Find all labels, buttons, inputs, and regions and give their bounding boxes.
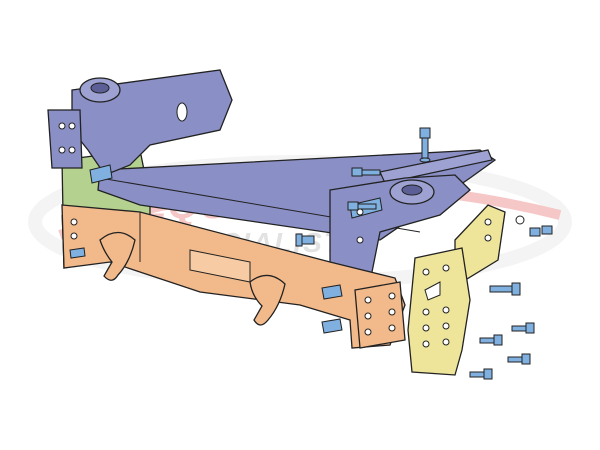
hardware-bolts (295, 127, 553, 380)
left-mount-bracket (47, 69, 233, 184)
bolt-small-1 (511, 322, 535, 334)
right-hook (249, 274, 286, 326)
bolt-small-3 (507, 353, 531, 365)
left-hook (99, 231, 136, 281)
bolt-small-2 (479, 334, 503, 346)
right-mount-bracket (329, 174, 471, 283)
bolt-frame-mid (295, 233, 315, 247)
bolt-top (419, 127, 431, 163)
lower-push-frame (61, 204, 406, 349)
bolt-small-4 (469, 368, 493, 380)
right-frame-plate (407, 247, 471, 376)
bolt-long (489, 282, 521, 296)
nut-cluster (515, 215, 553, 237)
bolt-upper-left (347, 167, 381, 211)
